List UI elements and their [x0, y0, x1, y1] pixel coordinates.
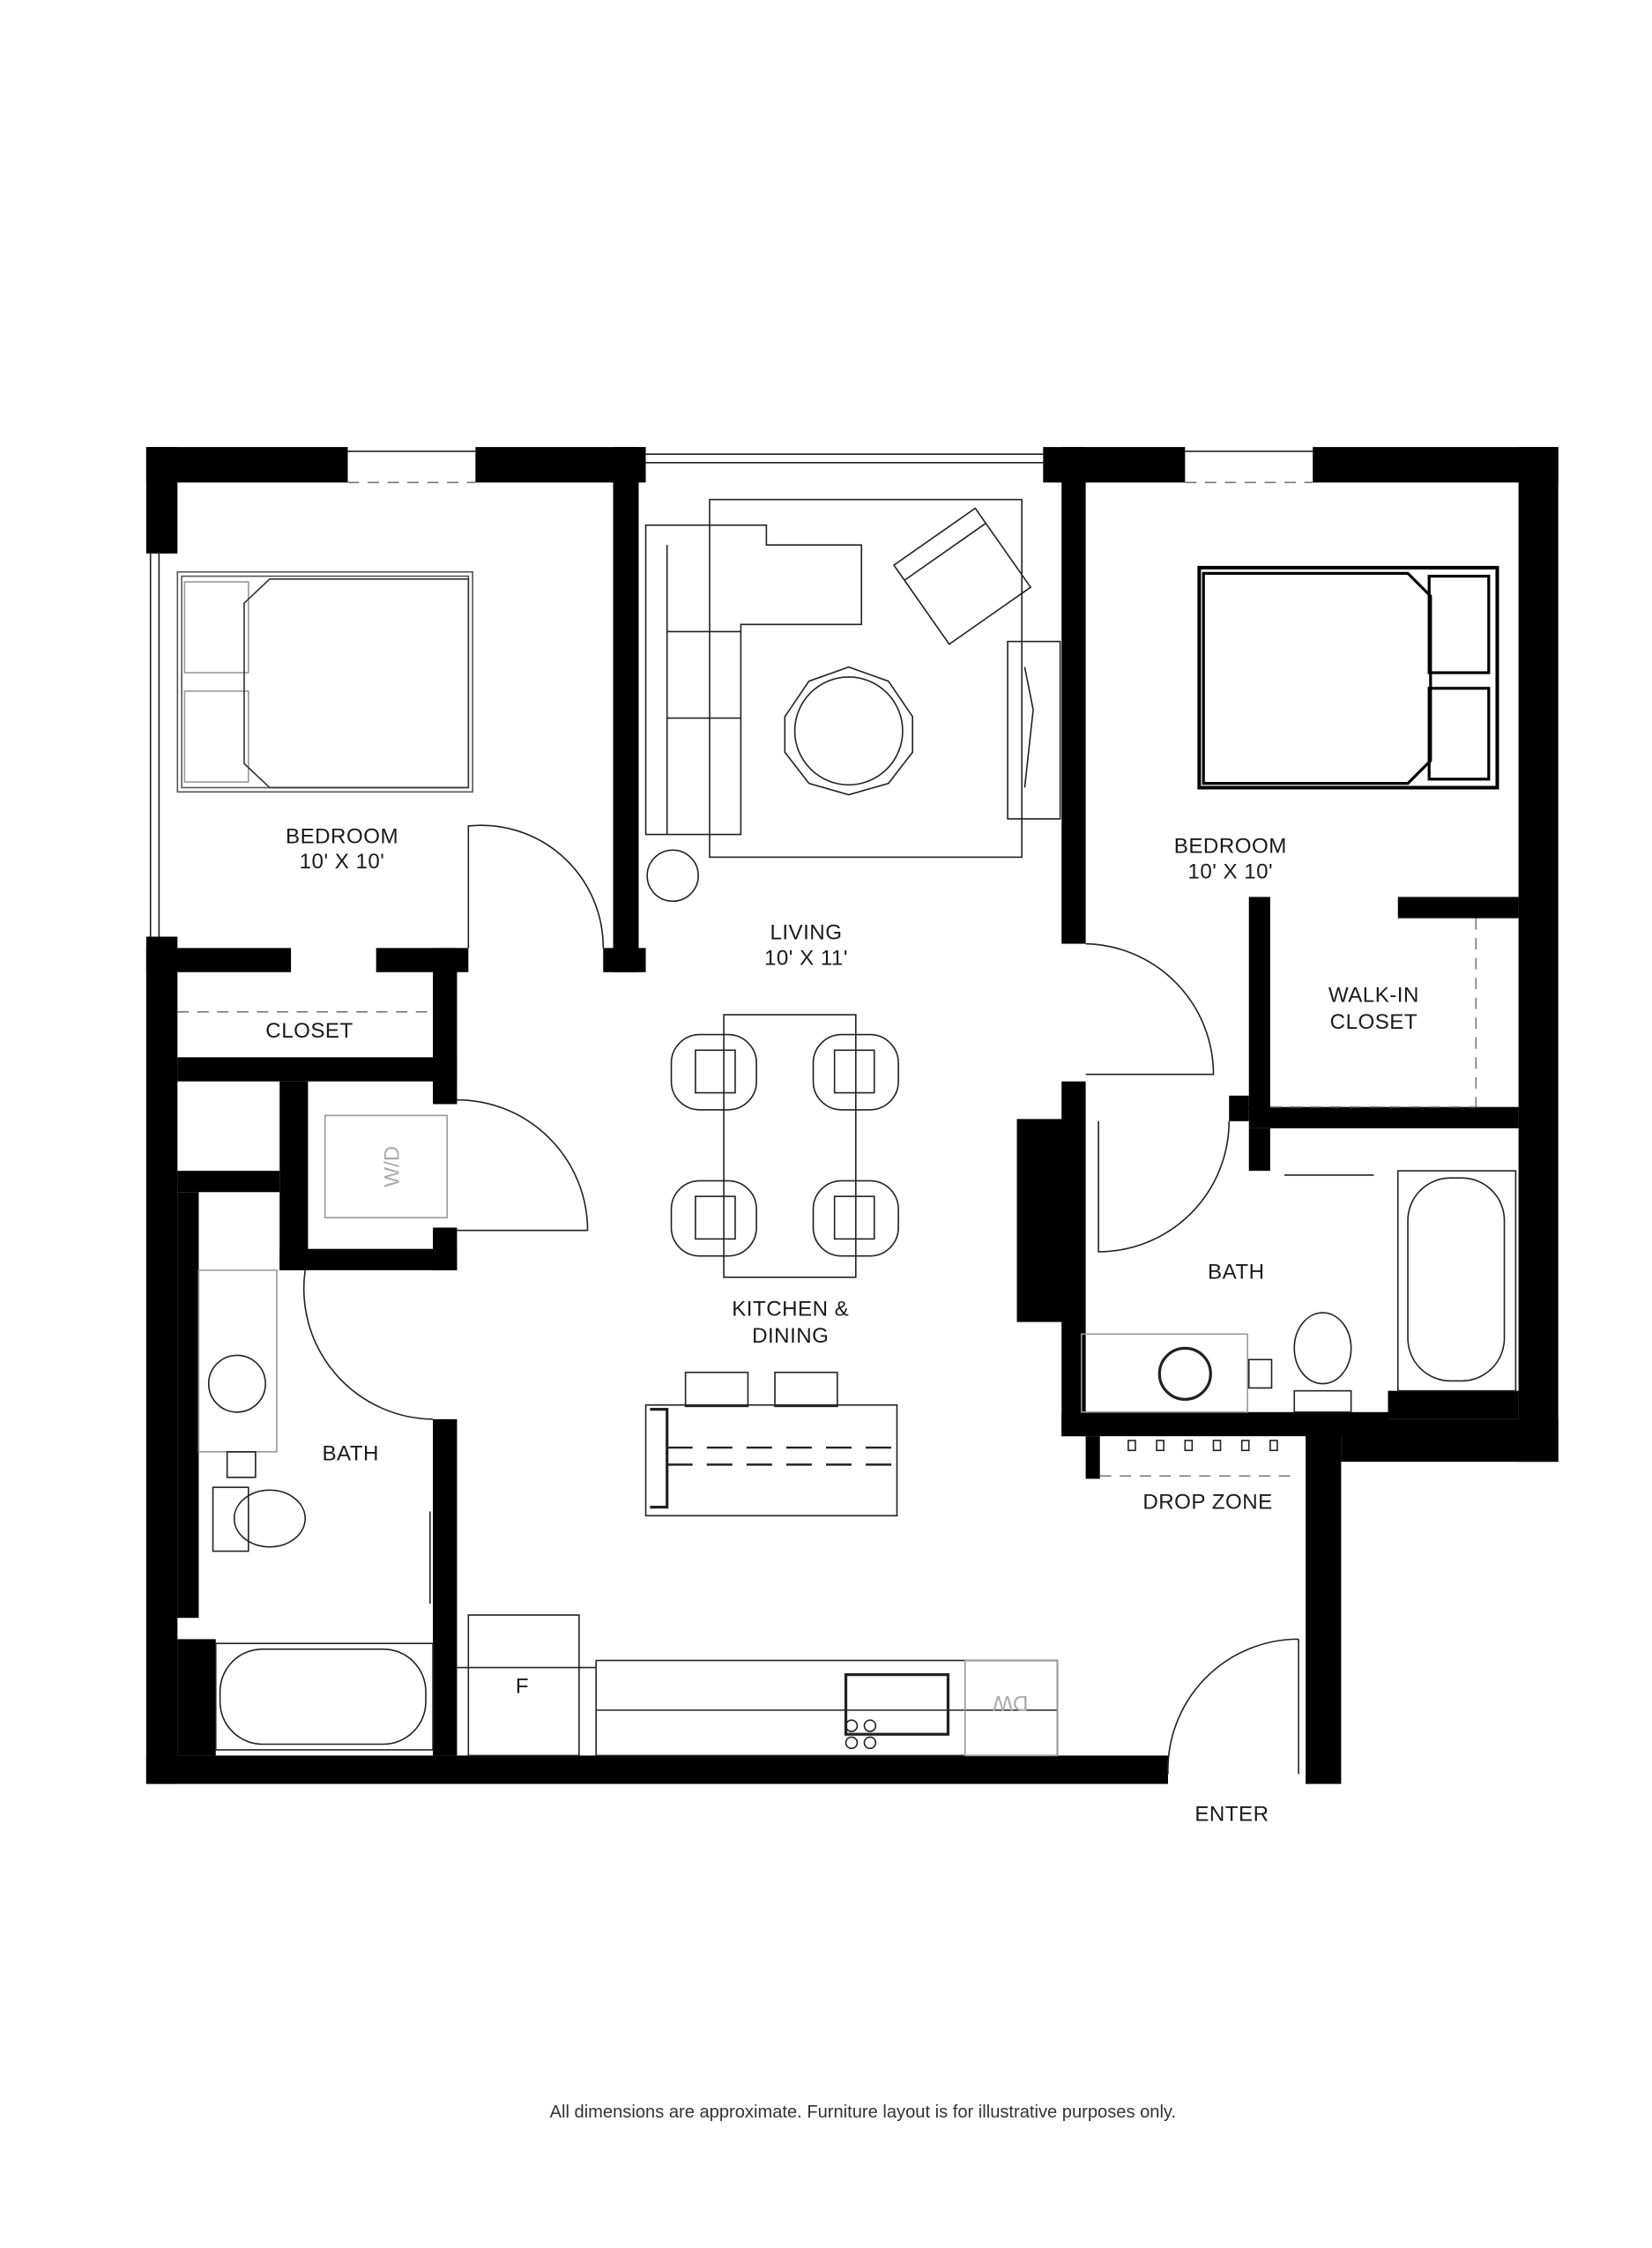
bath-left-fixtures: [197, 1269, 434, 1751]
windows: [149, 450, 1313, 937]
kitchen-label-2: DINING: [752, 1324, 829, 1348]
dishwasher-label: DW: [993, 1691, 1028, 1715]
walkin-label-2: CLOSET: [1330, 1010, 1418, 1034]
washer-dryer-label: W/D: [380, 1146, 404, 1187]
drop-zone-label: DROP ZONE: [1142, 1490, 1272, 1514]
bed-left: [176, 570, 473, 793]
living-furniture: [644, 498, 1061, 903]
bath-right-fixtures: [1080, 1170, 1517, 1413]
bath-right-label: BATH: [1208, 1260, 1264, 1284]
fridge-label: F: [516, 1675, 529, 1699]
living-size: 10' X 11': [764, 947, 848, 971]
bedroom-left-label: BEDROOM: [286, 824, 398, 848]
dining-set: [670, 1014, 899, 1408]
walkin-label-1: WALK-IN: [1328, 984, 1419, 1008]
doors: [302, 824, 1299, 1775]
walkin-shelves: [1269, 918, 1477, 1108]
bed-right: [1197, 565, 1499, 790]
drop-zone-hooks: [1099, 1440, 1292, 1478]
bedroom-right-label: BEDROOM: [1174, 835, 1287, 859]
walls: [145, 447, 1559, 1784]
closet-label: CLOSET: [265, 1019, 353, 1043]
bath-left-label: BATH: [322, 1442, 378, 1466]
bedroom-right-size: 10' X 10': [1187, 860, 1273, 883]
washer-dryer: [324, 1114, 448, 1219]
enter-label: ENTER: [1194, 1802, 1269, 1826]
kitchen-counter: [457, 1614, 1059, 1757]
living-label: LIVING: [770, 921, 842, 945]
footer-note: All dimensions are approximate. Furnitur…: [550, 2103, 1176, 2122]
kitchen-label-1: KITCHEN &: [732, 1297, 849, 1321]
kitchen-island: [644, 1403, 898, 1517]
bedroom-left-size: 10' X 10': [300, 850, 385, 874]
